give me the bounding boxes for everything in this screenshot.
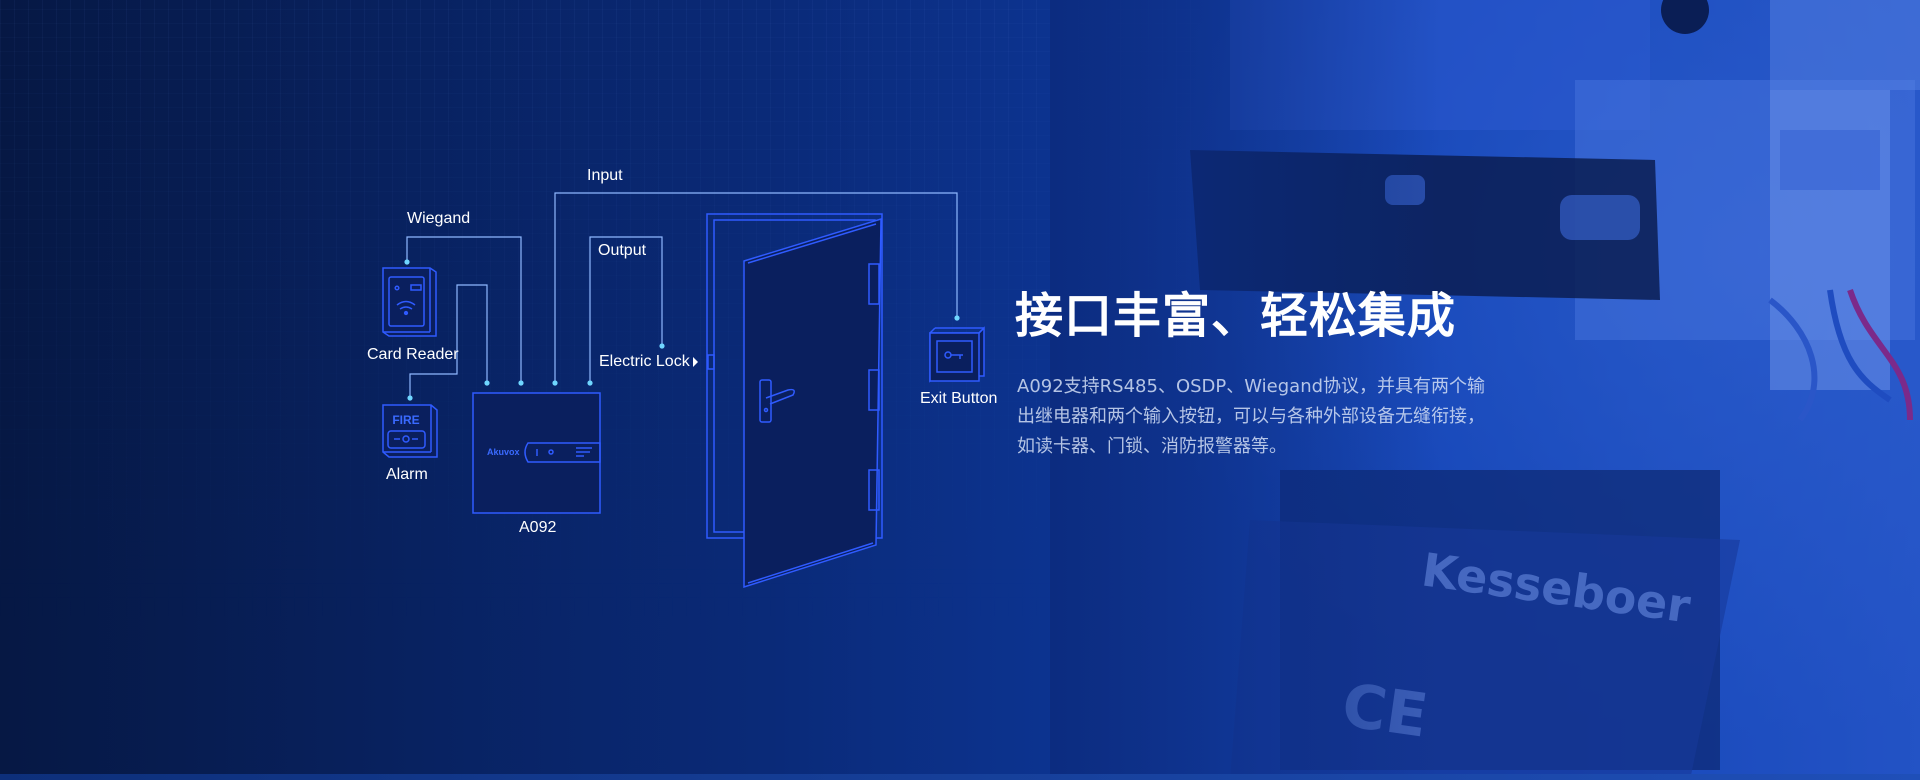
input-line <box>554 192 958 383</box>
door <box>706 213 883 589</box>
alarm-line <box>409 284 488 398</box>
hardware-photo: Kesseboer CE <box>1050 0 1920 780</box>
label-card-reader: Card Reader <box>367 346 459 363</box>
alarm-device <box>382 404 438 458</box>
controller-brand: Akuvox <box>487 447 520 457</box>
background-grid-texture <box>0 0 1200 640</box>
label-exit-button: Exit Button <box>920 390 998 407</box>
label-wiegand: Wiegand <box>407 210 471 227</box>
alarm-panel-text: FIRE <box>392 413 419 427</box>
page-title: 接口丰富、轻松集成 <box>1015 288 1457 344</box>
wiegand-line <box>406 236 522 383</box>
feature-description: A092支持RS485、OSDP、Wiegand协议，并具有两个输出继电器和两个… <box>1017 376 1486 457</box>
label-alarm: Alarm <box>386 466 428 483</box>
controller-device <box>472 392 601 514</box>
connection-nodes <box>404 259 960 401</box>
label-output: Output <box>598 242 647 259</box>
label-electric-lock: Electric Lock <box>599 353 690 370</box>
label-input: Input <box>587 167 623 184</box>
bottom-divider <box>0 774 1920 780</box>
card-reader-device <box>382 267 437 337</box>
exit-button-device <box>929 326 985 383</box>
output-line <box>589 236 663 383</box>
connection-lines <box>406 192 958 398</box>
arrow-right-icon <box>693 357 698 367</box>
label-controller: A092 <box>519 519 557 536</box>
